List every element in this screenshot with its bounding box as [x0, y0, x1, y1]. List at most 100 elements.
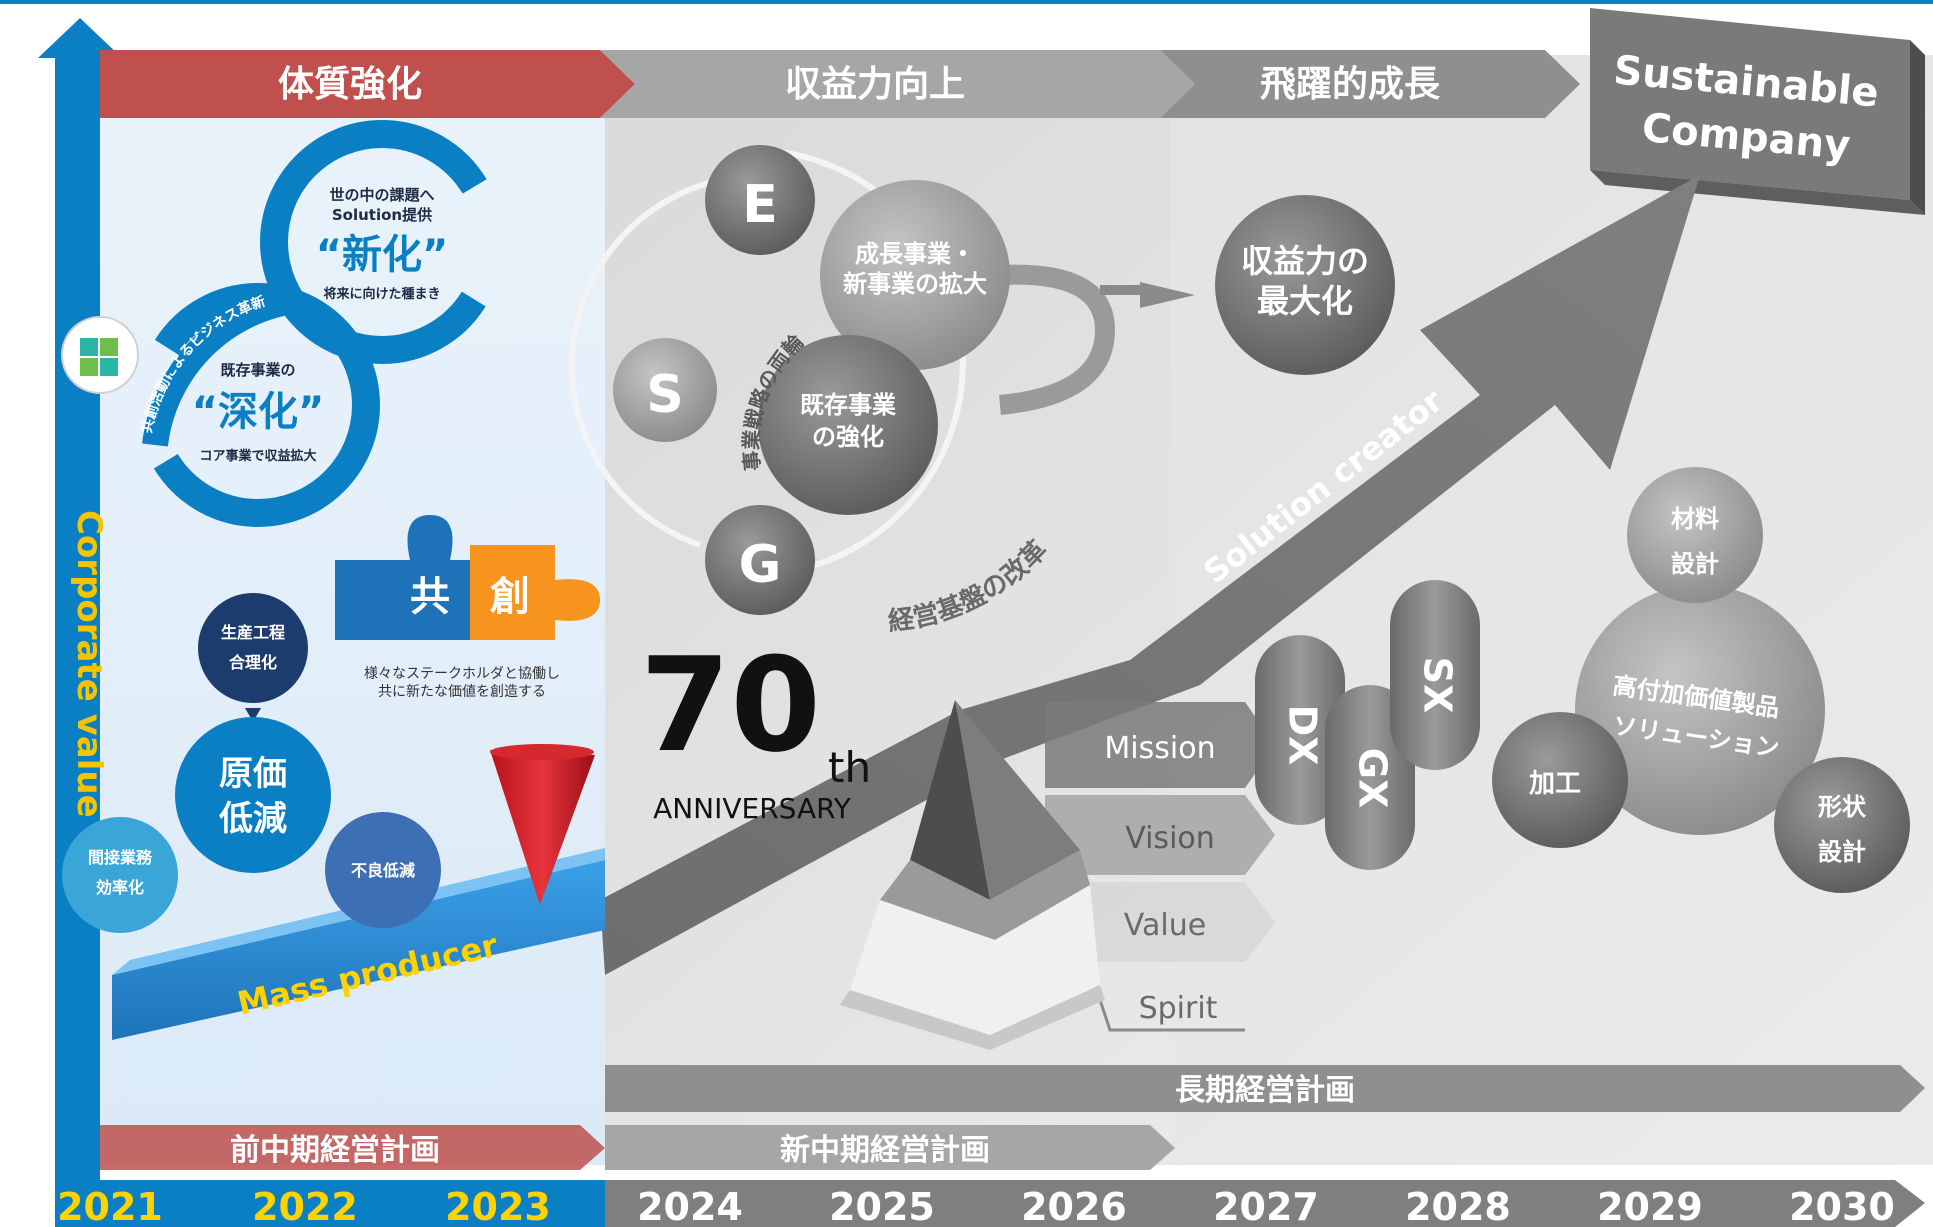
anniversary-word: ANNIVERSARY: [653, 792, 852, 825]
phase-arrow-2: [600, 50, 1195, 118]
anniversary-suffix: th: [828, 743, 871, 792]
year-label: 2023: [445, 1185, 551, 1227]
kyoso-piece-blue: [335, 515, 470, 640]
phase-arrow-3: [1160, 50, 1580, 118]
puzzle-icon: [80, 338, 118, 376]
cost-top-line-2: 合理化: [229, 653, 277, 672]
pyramid-spirit: Spirit: [1139, 991, 1218, 1026]
y-axis-arrow: [38, 18, 122, 1200]
solution-creator-arrow: [600, 175, 1700, 975]
current-position-marker: [490, 750, 595, 905]
existing-line-1: 既存事業: [800, 391, 896, 419]
process-rationalization-circle: [198, 593, 308, 703]
timeline-future: [605, 1180, 1925, 1227]
phase-label-3: 飛躍的成長: [1260, 64, 1441, 105]
anniversary-number: 70: [640, 629, 821, 781]
cost-center-line-2: 低減: [219, 799, 287, 839]
new-plan-bar: [605, 1125, 1175, 1170]
existing-business-circle: [758, 335, 938, 515]
kyoso-puzzle: 共 創 様々なステークホルダと協働し 共に新たな価値を創造する: [335, 515, 600, 700]
kyoso-caption-2: 共に新たな価値を創造する: [378, 684, 546, 700]
cost-right-label: 不良低減: [351, 861, 415, 880]
trefoil-process: 加工: [1529, 769, 1581, 799]
goal-box: [1590, 8, 1910, 200]
year-label: 2024: [637, 1185, 743, 1227]
previous-plan-bar: [100, 1125, 605, 1170]
long-term-plan-label: 長期経営計画: [1175, 1073, 1355, 1108]
esg-s-circle: [613, 338, 717, 442]
process-circle: [1492, 712, 1628, 848]
esg-g: G: [739, 535, 782, 595]
profit-max-circle: [1215, 195, 1395, 375]
existing-line-2: の強化: [812, 423, 884, 451]
defect-reduction-circle: [325, 812, 441, 928]
growth-line-1: 成長事業・: [855, 240, 975, 268]
year-label: 2030: [1789, 1185, 1895, 1227]
shinka-new-sub: 将来に向けた種まき: [323, 286, 440, 302]
year-label: 2021: [57, 1185, 163, 1227]
year-label: 2028: [1405, 1185, 1511, 1227]
cost-center-line-1: 原価: [219, 754, 287, 794]
shinka-new-label: “新化”: [316, 232, 449, 278]
top-rule: [0, 0, 1933, 4]
capsule-sx: SX: [1416, 657, 1460, 714]
cost-reduction-circle: [175, 717, 331, 873]
trefoil-shape-line-1: 形状: [1818, 793, 1867, 821]
mission-pyramid: Mission Vision Value Spirit: [840, 700, 1275, 1050]
shape-design-circle: [1774, 757, 1910, 893]
shinka-deep-sub: コア事業で収益拡大: [199, 448, 316, 464]
year-label: 2029: [1597, 1185, 1703, 1227]
cycle-top-line-2: Solution提供: [332, 206, 432, 224]
year-label: 2022: [252, 1185, 358, 1227]
indirect-efficiency-circle: [62, 817, 178, 933]
capsule-gx: GX: [1351, 748, 1395, 809]
trefoil-material-line-2: 設計: [1671, 550, 1719, 578]
anniversary-logo: 70 th ANNIVERSARY: [640, 629, 871, 825]
year-label: 2025: [829, 1185, 935, 1227]
phase-label-2: 収益力向上: [785, 64, 965, 105]
previous-plan-label: 前中期経営計画: [230, 1133, 440, 1168]
esg-e: E: [742, 175, 778, 235]
pyramid-vision: Vision: [1125, 821, 1215, 856]
kyoso-char-1: 共: [410, 574, 450, 620]
growth-business-circle: [820, 180, 1010, 370]
year-label: 2026: [1021, 1185, 1127, 1227]
esg-s: S: [646, 365, 683, 425]
long-term-plan-bar: [605, 1065, 1925, 1112]
new-shinka-ring: [260, 120, 504, 364]
sx-capsule: [1390, 580, 1480, 770]
pyramid-mission: Mission: [1104, 731, 1215, 766]
kyoso-piece-orange: [470, 545, 600, 640]
material-design-circle: [1627, 467, 1763, 603]
capsule-dx: DX: [1281, 705, 1325, 766]
high-value-circle: [1575, 585, 1825, 835]
cost-reduction-group: 生産工程 合理化 原価 低減 間接業務 効率化 不良低減: [62, 593, 441, 933]
kyoso-char-2: 創: [490, 574, 530, 620]
transformation-capsules: DX GX SX: [1255, 580, 1480, 870]
new-plan-label: 新中期経営計画: [780, 1133, 990, 1168]
year-axis: 2021 2022 2023 2024 2025 2026 2027 2028 …: [57, 1185, 1895, 1227]
mass-producer-bar: [112, 860, 605, 1040]
phase-arrow-1: [100, 50, 635, 118]
year-label: 2027: [1213, 1185, 1319, 1227]
growth-line-2: 新事業の拡大: [843, 270, 987, 298]
max-line-2: 最大化: [1257, 282, 1353, 320]
phase-label-1: 体質強化: [278, 64, 422, 105]
trefoil-material-line-1: 材料: [1671, 505, 1719, 533]
kyoso-caption-1: 様々なステークホルダと協働し: [364, 666, 560, 682]
shinka-deep-label: “深化”: [192, 389, 325, 435]
pyramid-value: Value: [1124, 908, 1206, 943]
dx-capsule: [1255, 635, 1345, 825]
cycle-top-line-1: 世の中の課題へ: [329, 186, 434, 204]
cycle-bottom-line-1: 既存事業の: [220, 361, 295, 379]
y-axis-label: Corporate value: [69, 510, 109, 818]
esg-e-circle: [705, 145, 815, 255]
shinka-cycle: 世の中の課題へ Solution提供 “新化” 将来に向けた種まき 既存事業の …: [61, 120, 504, 527]
esg-g-circle: [705, 505, 815, 615]
timeline-past: [55, 1180, 605, 1227]
cost-left-line-2: 効率化: [96, 878, 144, 897]
cost-top-line-1: 生産工程: [221, 623, 285, 642]
value-trefoil: 高付加価値製品 ソリューション 材料 設計 加工 形状 設計: [1492, 467, 1910, 893]
